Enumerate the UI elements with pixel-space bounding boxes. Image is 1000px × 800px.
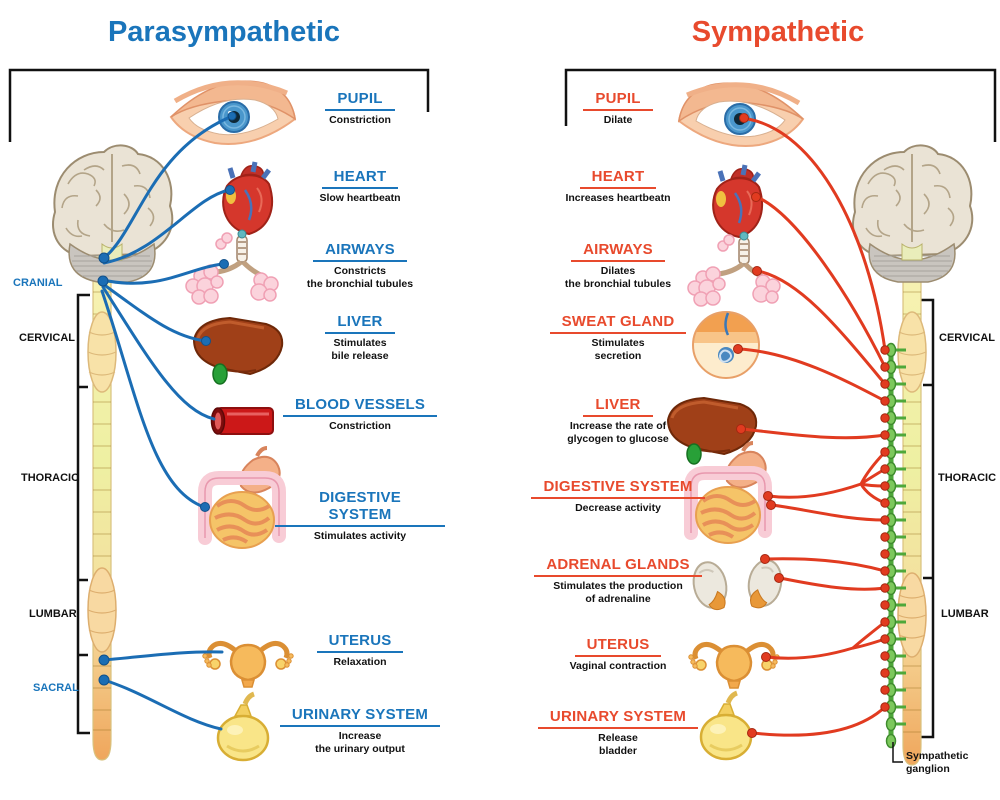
spine-bracket-right xyxy=(921,298,935,739)
label-blood-vessels-para: BLOOD VESSELS Constriction xyxy=(275,396,445,433)
label-desc: Relaxation xyxy=(333,656,387,668)
label-title: UTERUS xyxy=(574,636,662,657)
label-title: PUPIL xyxy=(583,90,653,111)
blood-vessel-illustration xyxy=(210,406,275,436)
ganglion-pointer xyxy=(892,742,903,763)
spine-bracket-left xyxy=(76,293,90,735)
label-uterus-para: UTERUS Relaxation xyxy=(275,632,445,669)
spine-label-cervical-left: CERVICAL xyxy=(19,332,76,344)
label-title: ADRENAL GLANDS xyxy=(534,556,702,577)
bladder-illustration-right xyxy=(701,693,751,759)
spinal-cord-right xyxy=(897,249,927,766)
label-desc: Vaginal contraction xyxy=(569,660,667,672)
label-title: SWEAT GLAND xyxy=(549,313,687,334)
label-pupil-symp: PUPIL Dilate xyxy=(528,90,708,127)
label-desc: Dilate xyxy=(603,114,633,126)
nerves-sympathetic xyxy=(737,117,887,737)
spine-label-cervical-right: CERVICAL xyxy=(939,332,996,344)
label-liver-symp: LIVER Increase the rate of glycogen to g… xyxy=(528,396,708,445)
parasympathetic-title: Parasympathetic xyxy=(107,16,341,48)
nerves-parasympathetic xyxy=(100,115,232,731)
label-title: AIRWAYS xyxy=(571,241,665,262)
brain-illustration-right xyxy=(852,144,974,283)
label-title: AIRWAYS xyxy=(313,241,407,262)
label-desc: Constriction xyxy=(329,420,391,432)
label-desc: Stimulates activity xyxy=(313,530,407,542)
label-title: URINARY SYSTEM xyxy=(279,706,441,727)
label-heart-para: HEART Slow heartbeatn xyxy=(275,168,445,205)
label-desc: Slow heartbeatn xyxy=(319,192,401,204)
label-adrenal-glands: ADRENAL GLANDS Stimulates the production… xyxy=(528,556,708,605)
digestive-illustration-left xyxy=(205,448,280,548)
label-digestive-para: DIGESTIVE SYSTEM Stimulates activity xyxy=(275,489,445,543)
bladder-illustration-left xyxy=(218,694,268,760)
label-title: DIGESTIVE SYSTEM xyxy=(531,478,705,499)
label-pupil-para: PUPIL Constriction xyxy=(275,90,445,127)
label-desc: Decrease activity xyxy=(575,502,661,514)
label-urinary-para: URINARY SYSTEM Increase the urinary outp… xyxy=(275,706,445,755)
label-title: LIVER xyxy=(583,396,653,417)
bracket-left xyxy=(8,68,430,142)
label-desc: Increases heartbeatn xyxy=(565,192,671,204)
label-title: LIVER xyxy=(325,313,395,334)
airways-illustration-left xyxy=(186,230,278,304)
label-digestive-symp: DIGESTIVE SYSTEM Decrease activity xyxy=(528,478,708,515)
nerve-end-dots-sympathetic xyxy=(733,113,784,738)
sympathetic-title: Sympathetic xyxy=(691,16,865,48)
label-airways-para: AIRWAYS Constricts the bronchial tubules xyxy=(275,241,445,290)
label-desc: Stimulates bile release xyxy=(331,337,389,362)
label-airways-symp: AIRWAYS Dilates the bronchial tubules xyxy=(528,241,708,290)
label-desc: Increase the urinary output xyxy=(315,730,405,755)
label-liver-para: LIVER Stimulates bile release xyxy=(275,313,445,362)
sympathetic-ganglion-label: Sympathetic ganglion xyxy=(906,750,969,775)
label-title: BLOOD VESSELS xyxy=(282,396,438,417)
label-title: UTERUS xyxy=(316,632,404,653)
chain-ganglion-dots xyxy=(880,345,890,712)
label-desc: Dilates the bronchial tubules xyxy=(564,265,672,290)
label-desc: Stimulates the production of adrenaline xyxy=(553,580,683,605)
label-uterus-symp: UTERUS Vaginal contraction xyxy=(528,636,708,673)
label-desc: Constricts the bronchial tubules xyxy=(306,265,414,290)
label-heart-symp: HEART Increases heartbeatn xyxy=(528,168,708,205)
liver-illustration-left xyxy=(192,316,284,386)
label-sweat-gland: SWEAT GLAND Stimulates secretion xyxy=(528,313,708,362)
label-title: HEART xyxy=(321,168,399,189)
bracket-right xyxy=(564,68,997,142)
label-title: URINARY SYSTEM xyxy=(537,708,699,729)
spine-label-lumbar-left: LUMBAR xyxy=(29,608,77,620)
label-desc: Increase the rate of glycogen to glucose xyxy=(567,420,669,445)
spine-label-thoracic-right: THORACIC xyxy=(938,472,997,484)
label-desc: Release bladder xyxy=(598,732,638,757)
nerve-dots-parasympathetic xyxy=(97,111,237,686)
spine-label-lumbar-right: LUMBAR xyxy=(941,608,989,620)
spinal-cord-left xyxy=(87,249,117,761)
heart-illustration-left xyxy=(223,162,272,234)
label-title: HEART xyxy=(579,168,657,189)
spine-label-cranial: CRANIAL xyxy=(13,277,63,289)
spine-label-sacral: SACRAL xyxy=(33,682,79,694)
label-title: DIGESTIVE SYSTEM xyxy=(275,489,445,527)
label-urinary-symp: URINARY SYSTEM Release bladder xyxy=(528,708,708,757)
label-desc: Constriction xyxy=(329,114,391,126)
label-title: PUPIL xyxy=(325,90,395,111)
label-desc: Stimulates secretion xyxy=(591,337,645,362)
spine-label-thoracic-left: THORACIC xyxy=(21,472,80,484)
